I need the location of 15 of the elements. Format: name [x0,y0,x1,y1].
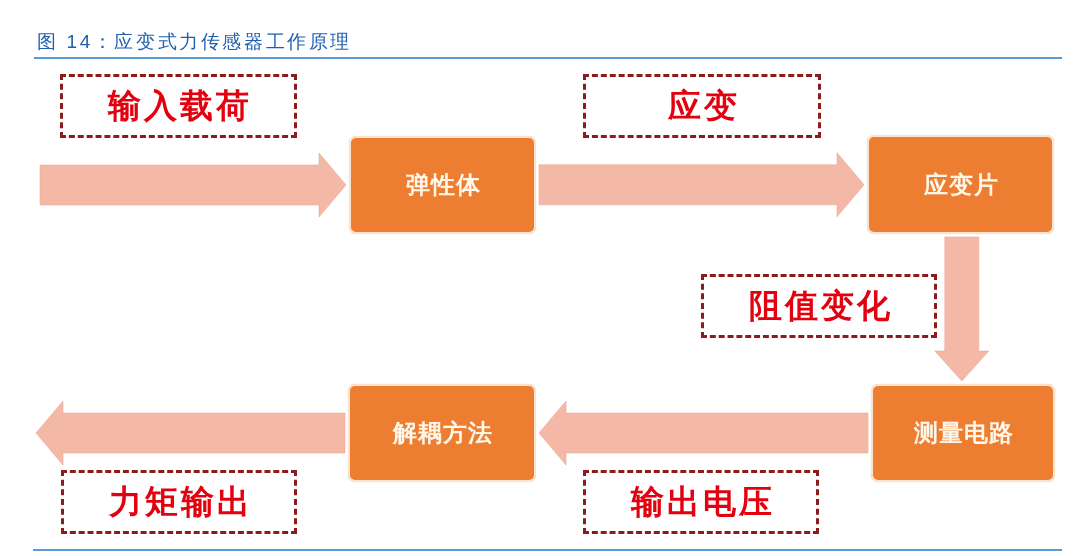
block-arrow [934,236,990,382]
block-arrow [538,400,869,466]
process-box: 测量电路 [871,384,1055,482]
process-box: 弹性体 [349,136,536,234]
dashed-label-box: 输出电压 [583,470,819,534]
process-box: 应变片 [867,135,1054,234]
block-arrow [538,152,865,218]
block-arrow [39,152,347,218]
block-arrow [35,400,346,466]
dashed-label-box: 应变 [583,74,821,138]
process-box: 解耦方法 [348,384,536,482]
dashed-label-box: 力矩输出 [61,470,297,534]
figure-title: 图 14：应变式力传感器工作原理 [37,30,352,54]
dashed-label-box: 阻值变化 [701,274,937,338]
dashed-label-box: 输入载荷 [60,74,297,138]
